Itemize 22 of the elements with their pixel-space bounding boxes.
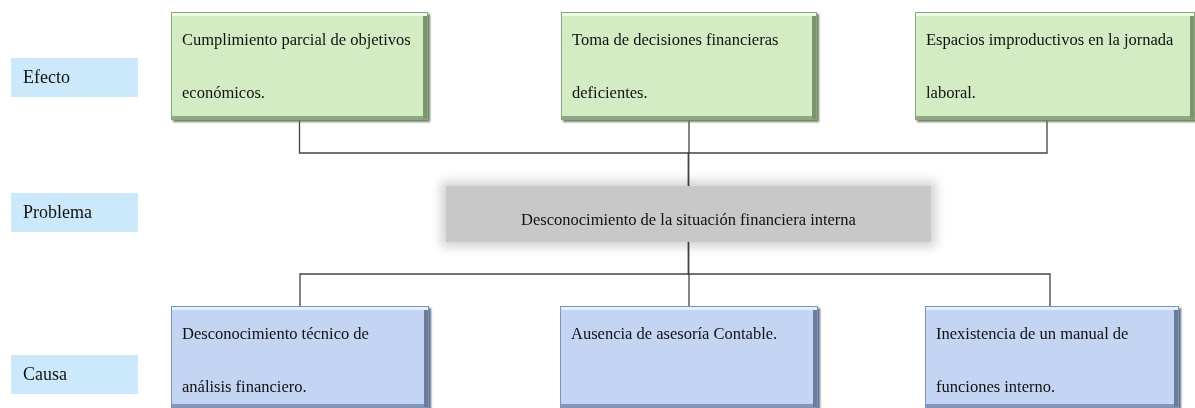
node-text: Espacios improductivos en la jornada laboral. [926, 30, 1174, 102]
cause-box [925, 306, 1179, 408]
connector-line [687, 119, 1048, 187]
node-text: Toma de decisiones financieras deficientes. [572, 30, 779, 102]
effect-box [561, 12, 817, 120]
node-text: Problema [23, 202, 92, 222]
cause-box [171, 306, 429, 408]
problem-box [446, 186, 931, 242]
row-label-band [11, 355, 138, 394]
node-text: Efecto [23, 67, 70, 87]
node-text: Desconocimiento técnico de análisis financiero. [182, 324, 369, 396]
cause-box [560, 306, 818, 408]
effect-box [915, 12, 1195, 120]
row-label-band [11, 58, 138, 97]
node-text: Ausencia de asesoría Contable. [571, 324, 778, 343]
node-text: Causa [23, 364, 67, 384]
connector-line [687, 241, 1051, 307]
row-label-band [11, 193, 138, 232]
node-text: Desconocimiento de la situación financiera interna [521, 210, 856, 229]
effect-box [171, 12, 428, 120]
node-text: Cumplimiento parcial de objetivos económicos. [182, 30, 411, 102]
node-text: Inexistencia de un manual de funciones interno. [936, 324, 1129, 396]
